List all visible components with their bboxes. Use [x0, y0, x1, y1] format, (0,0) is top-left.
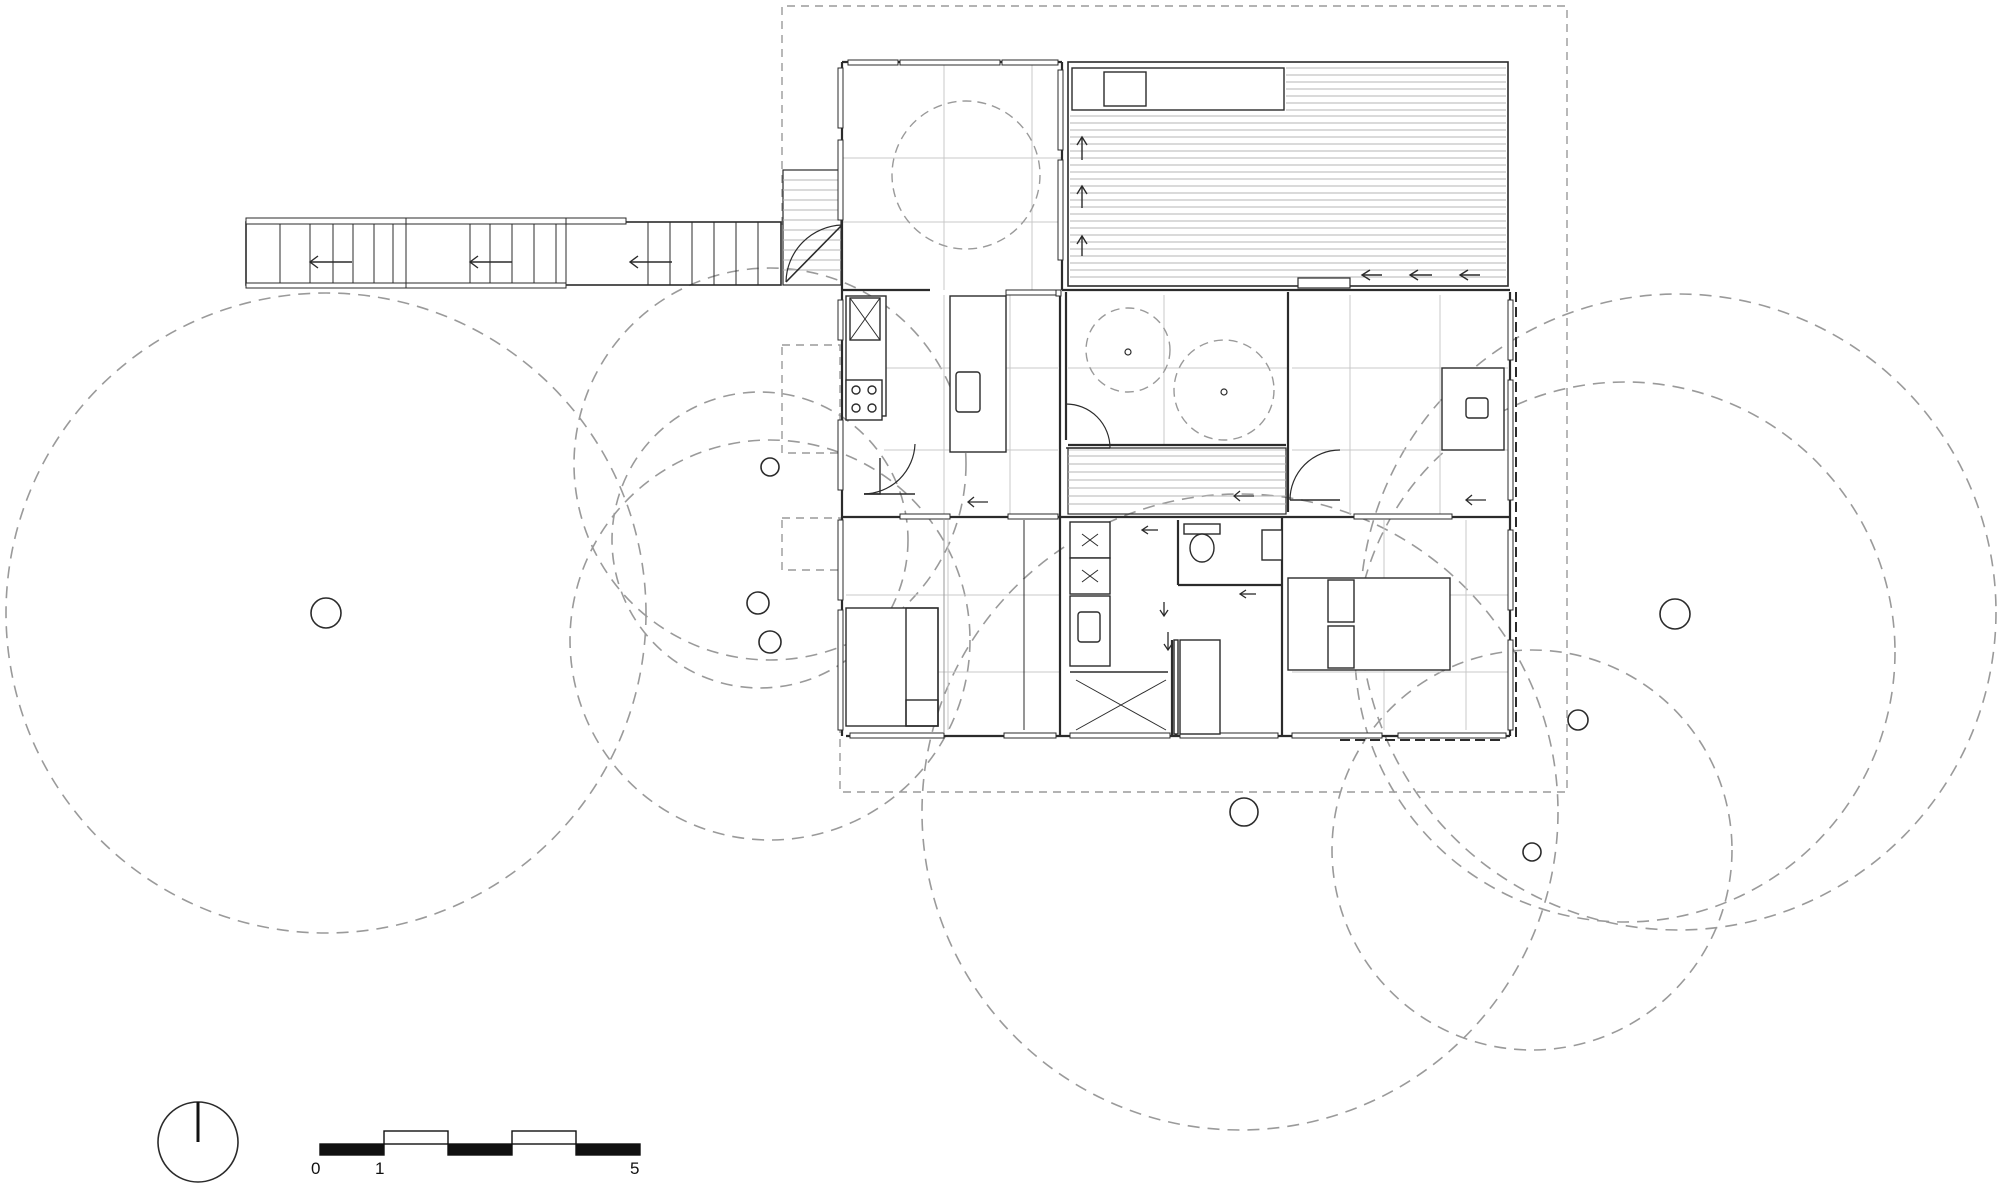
scale-label-5: 5 [630, 1159, 640, 1178]
scale-label-0: 0 [311, 1159, 321, 1178]
tree-trunk-east [1659, 598, 1691, 630]
tree-trunk-small-2 [746, 591, 770, 615]
scale-bar-segment-4 [511, 1130, 577, 1145]
scale-label-1: 1 [375, 1159, 385, 1178]
bedroom-east [1287, 577, 1451, 671]
bathroom-arrows [1140, 525, 1256, 652]
tree-canopy-large-west [5, 292, 647, 934]
round-table-outline [1173, 339, 1275, 441]
cooktop [845, 379, 883, 421]
tree-canopy-south-east [1331, 649, 1733, 1051]
linen-cupboard [1179, 639, 1221, 735]
bed-west [845, 607, 939, 727]
office [1441, 367, 1505, 451]
windows [837, 59, 1514, 739]
bed-pillow-2 [1327, 625, 1355, 669]
toilet-cistern [1183, 523, 1221, 535]
furniture-circles [891, 100, 1275, 441]
doors [785, 224, 1341, 501]
scale-bar-segment-5 [575, 1143, 641, 1156]
bed-pillow-1 [1327, 579, 1355, 623]
scale-bar-segment-1 [319, 1143, 385, 1156]
shower-screen [1173, 639, 1179, 735]
scale-bar-segment-2 [383, 1130, 449, 1145]
kitchen [845, 295, 1007, 495]
toilet-bowl [1189, 533, 1215, 563]
tree-canopies [5, 267, 1997, 1131]
bedroom-west [845, 518, 1025, 732]
dining-table-outline [891, 100, 1041, 250]
tree-canopy-south-center [921, 493, 1559, 1131]
courtyard-deck [1067, 61, 1509, 289]
tree-trunk-small-3 [758, 630, 782, 654]
deck-barbecue [1103, 71, 1147, 107]
tree-canopy-east-large [1359, 293, 1997, 931]
vanity-basin [1077, 611, 1101, 643]
tree-trunks [310, 457, 1691, 862]
hall-deck [1067, 447, 1287, 515]
tree-trunk-small-1 [760, 457, 780, 477]
tree-canopy-west-upper [573, 267, 967, 661]
tree-trunk-south [1229, 797, 1259, 827]
tree-canopy-west-lower [569, 439, 971, 841]
basin-small [1261, 529, 1283, 561]
scale-bar-segment-3 [447, 1143, 513, 1156]
side-table-outline [1085, 307, 1171, 393]
deck-direction-arrows [1076, 135, 1480, 281]
tree-trunk-west [310, 597, 342, 629]
bathroom [1069, 521, 1283, 735]
hall-arrows [966, 490, 1486, 508]
boardwalk [245, 169, 842, 289]
boardwalk-direction-arrows [308, 255, 672, 269]
desk-sink [1465, 397, 1489, 419]
bed-east [1287, 577, 1451, 671]
kitchen-sink [955, 371, 981, 413]
north-arrow-icon [157, 1101, 239, 1183]
tree-canopy-west-middle [611, 391, 909, 689]
tree-trunk-south-east [1522, 842, 1542, 862]
tree-trunk-east-small [1567, 709, 1589, 731]
scale-bar [319, 1130, 641, 1156]
